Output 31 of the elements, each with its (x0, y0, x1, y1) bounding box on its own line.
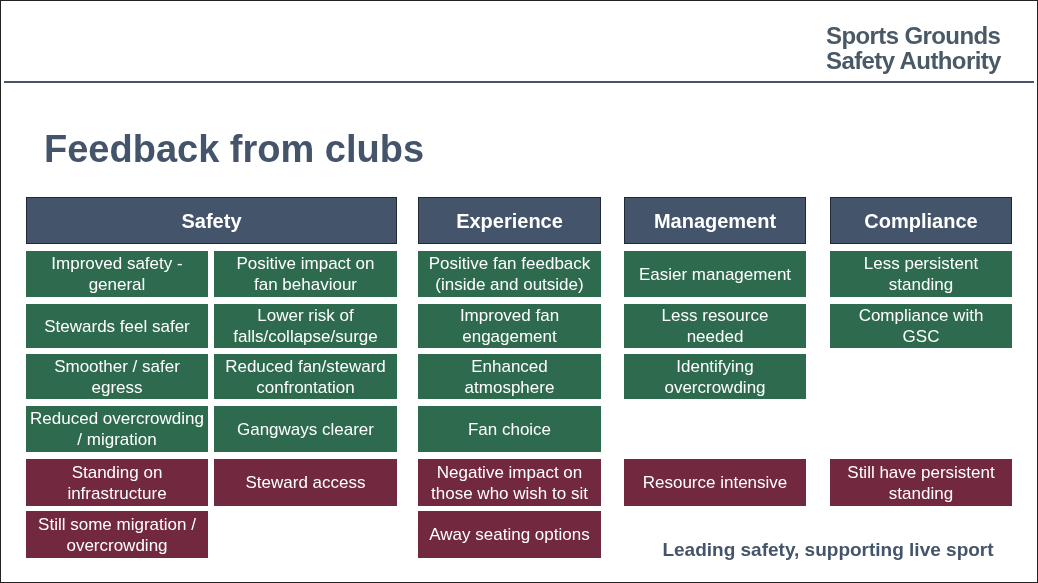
positive-feedback-tile: Reduced fan/steward confrontation (214, 354, 397, 399)
positive-feedback-tile: Enhanced atmosphere (418, 354, 601, 399)
positive-feedback-tile: Identifying overcrowding (624, 354, 806, 399)
positive-feedback-tile: Less persistent standing (830, 251, 1012, 297)
positive-feedback-tile: Reduced overcrowding / migration (26, 406, 208, 452)
positive-feedback-tile: Lower risk of falls/collapse/surge (214, 304, 397, 348)
negative-feedback-tile: Steward access (214, 459, 397, 506)
positive-feedback-tile: Smoother / safer egress (26, 354, 208, 399)
positive-feedback-tile: Fan choice (418, 406, 601, 452)
category-header: Experience (418, 197, 601, 244)
organisation-name: Sports Grounds Safety Authority (826, 23, 1002, 73)
negative-feedback-tile: Still some migration / overcrowding (26, 511, 208, 558)
negative-feedback-tile: Standing on infrastructure (26, 459, 208, 506)
footer-tagline: Leading safety, supporting live sport (661, 539, 995, 561)
positive-feedback-tile: Positive impact on fan behaviour (214, 251, 397, 297)
category-header: Compliance (830, 197, 1012, 244)
category-header: Management (624, 197, 806, 244)
positive-feedback-tile: Positive fan feedback (inside and outside) (418, 251, 601, 297)
positive-feedback-tile: Less resource needed (624, 304, 806, 348)
negative-feedback-tile: Away seating options (418, 511, 601, 558)
positive-feedback-tile: Easier management (624, 251, 806, 297)
positive-feedback-tile: Stewards feel safer (26, 304, 208, 348)
negative-feedback-tile: Negative impact on those who wish to sit (418, 459, 601, 506)
positive-feedback-tile: Compliance with GSC (830, 304, 1012, 348)
positive-feedback-tile: Improved safety - general (26, 251, 208, 297)
positive-feedback-tile: Improved fan engagement (418, 304, 601, 348)
positive-feedback-tile: Gangways clearer (214, 406, 397, 452)
slide-title: Feedback from clubs (44, 127, 425, 171)
category-header: Safety (26, 197, 397, 244)
negative-feedback-tile: Still have persistent standing (830, 459, 1012, 506)
negative-feedback-tile: Resource intensive (624, 459, 806, 506)
